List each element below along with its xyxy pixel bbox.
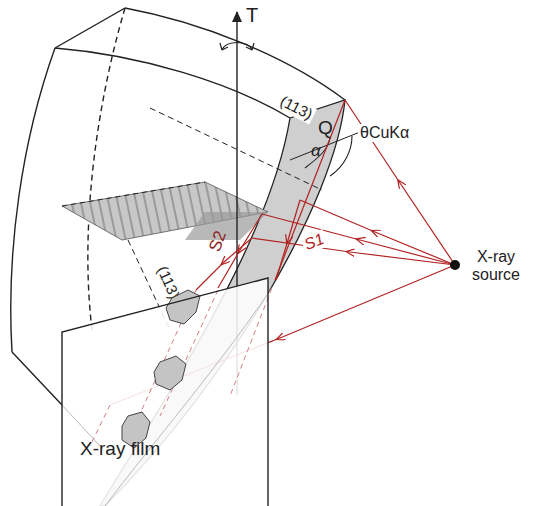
crystal-hidden-edge	[105, 276, 272, 506]
rotation-arrow	[222, 43, 252, 51]
callout-label: T	[246, 4, 258, 26]
film-label: X-ray film	[80, 438, 160, 460]
callout-label: Q	[318, 118, 333, 139]
callout-label: S1	[300, 229, 328, 254]
film-sheet	[60, 276, 272, 506]
film-fill	[62, 278, 268, 506]
film-outline	[62, 278, 268, 506]
ray-trace	[160, 290, 218, 416]
callout-label: θCuKα	[358, 124, 411, 142]
plane-trace	[150, 108, 322, 190]
callout-label: α	[311, 142, 321, 161]
source-label: X-ray source	[466, 248, 526, 283]
diffraction-spot	[154, 356, 186, 390]
x-ray-source-dot	[450, 260, 460, 270]
x-ray-film: X-ray film	[60, 276, 272, 506]
angle-arc	[330, 136, 352, 176]
plane-trace	[62, 182, 205, 206]
ray-trace	[230, 280, 272, 396]
rotation-arrow	[220, 43, 254, 50]
diffraction-spot	[166, 290, 200, 324]
